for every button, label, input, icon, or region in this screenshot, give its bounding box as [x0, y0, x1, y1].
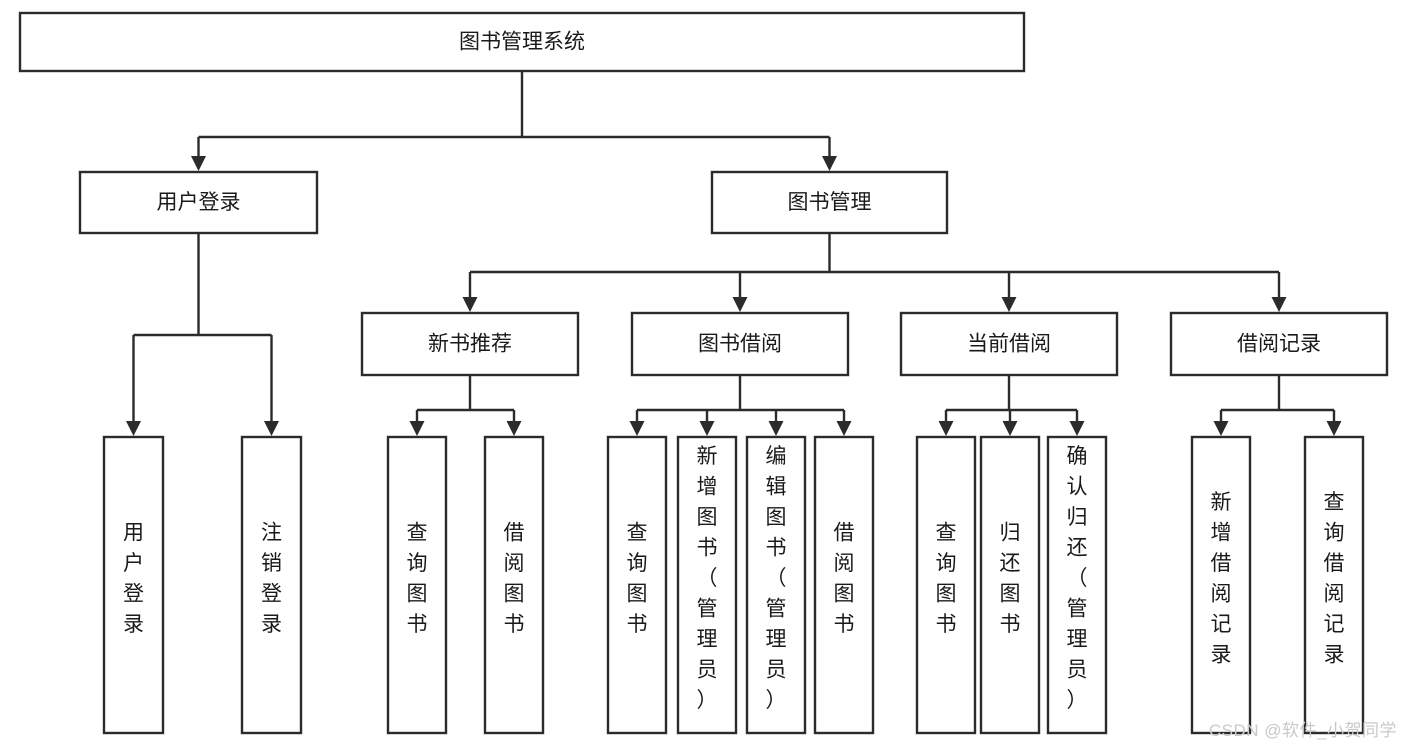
node-label: 查询图书: [936, 521, 957, 636]
node-current-borrow[interactable]: 当前借阅: [899, 311, 1119, 377]
node-label: 用户登录: [123, 521, 144, 636]
arrow-head-icon: [699, 421, 715, 436]
node-add-book[interactable]: 新增图书（管理员）: [676, 435, 738, 735]
node-box: [1169, 311, 1389, 377]
node-label: 注销登录: [261, 521, 282, 636]
node-label: 借阅图书: [504, 521, 525, 636]
node-label: 借阅图书: [834, 521, 855, 636]
node-label: 新书推荐: [428, 333, 512, 356]
arrow-head-icon: [126, 421, 141, 436]
node-query-book-1[interactable]: 查询图书: [386, 435, 448, 735]
node-box: [813, 435, 875, 735]
arrow-head-icon: [822, 156, 837, 171]
node-add-borrow-record[interactable]: 新增借阅记录: [1190, 435, 1252, 735]
node-book-management[interactable]: 图书管理: [710, 170, 949, 235]
node-confirm-return[interactable]: 确认归还（管理员）: [1046, 435, 1108, 735]
arrow-head-icon: [629, 421, 645, 436]
node-box: [1046, 435, 1108, 735]
node-query-book-2[interactable]: 查询图书: [606, 435, 668, 735]
node-box: [676, 435, 738, 735]
node-book-borrow[interactable]: 图书借阅: [630, 311, 850, 377]
node-box: [899, 311, 1119, 377]
node-box: [360, 311, 580, 377]
node-label: 新增图书（管理员）: [697, 445, 718, 712]
arrow-head-icon: [1213, 421, 1229, 436]
node-box: [606, 435, 668, 735]
node-box: [979, 435, 1041, 735]
node-label: 图书借阅: [698, 333, 782, 356]
node-label: 当前借阅: [967, 333, 1051, 356]
node-box: [710, 170, 949, 235]
arrow-head-icon: [768, 421, 784, 436]
node-label: 图书管理系统: [459, 31, 585, 54]
node-box: [386, 435, 448, 735]
arrow-head-icon: [462, 297, 478, 312]
arrow-head-icon: [1271, 297, 1287, 312]
arrow-head-icon: [264, 421, 279, 436]
node-label: 编辑图书（管理员）: [766, 445, 787, 712]
node-box: [78, 170, 319, 235]
node-return-book[interactable]: 归还图书: [979, 435, 1041, 735]
node-box: [240, 435, 303, 735]
node-user-login-do[interactable]: 用户登录: [102, 435, 165, 735]
node-box: [1303, 435, 1365, 735]
arrow-head-icon: [1326, 421, 1342, 436]
connector-layer: [126, 71, 1342, 436]
arrow-head-icon: [1002, 421, 1018, 436]
node-user-logout[interactable]: 注销登录: [240, 435, 303, 735]
node-label: 借阅记录: [1237, 333, 1321, 356]
arrow-head-icon: [506, 421, 522, 436]
node-borrow-book-1[interactable]: 借阅图书: [483, 435, 545, 735]
arrow-head-icon: [732, 297, 748, 312]
node-box: [1190, 435, 1252, 735]
node-root[interactable]: 图书管理系统: [18, 11, 1026, 73]
node-label: 用户登录: [157, 191, 241, 214]
node-query-book-3[interactable]: 查询图书: [915, 435, 977, 735]
node-label: 确认归还（管理员）: [1067, 445, 1088, 712]
node-box: [630, 311, 850, 377]
node-layer: 图书管理系统用户登录用户登录注销登录图书管理新书推荐查询图书借阅图书图书借阅查询…: [18, 11, 1389, 735]
watermark-label: CSDN @软件_小贺同学: [1208, 721, 1397, 740]
arrow-head-icon: [1069, 421, 1085, 436]
node-box: [483, 435, 545, 735]
node-borrow-book-2[interactable]: 借阅图书: [813, 435, 875, 735]
node-label: 查询图书: [407, 521, 428, 636]
node-user-login[interactable]: 用户登录: [78, 170, 319, 235]
node-label: 图书管理: [788, 191, 872, 214]
node-query-borrow-record[interactable]: 查询借阅记录: [1303, 435, 1365, 735]
node-box: [745, 435, 807, 735]
arrow-head-icon: [938, 421, 954, 436]
node-edit-book[interactable]: 编辑图书（管理员）: [745, 435, 807, 735]
node-box: [915, 435, 977, 735]
arrow-head-icon: [836, 421, 852, 436]
node-borrow-record[interactable]: 借阅记录: [1169, 311, 1389, 377]
node-new-book-recommend[interactable]: 新书推荐: [360, 311, 580, 377]
node-label: 查询借阅记录: [1324, 491, 1345, 667]
arrow-head-icon: [191, 156, 206, 171]
node-box: [18, 11, 1026, 73]
node-box: [102, 435, 165, 735]
arrow-head-icon: [1001, 297, 1017, 312]
node-label: 查询图书: [627, 521, 648, 636]
node-label: 新增借阅记录: [1211, 491, 1232, 667]
arrow-head-icon: [409, 421, 425, 436]
node-label: 归还图书: [1000, 521, 1021, 636]
